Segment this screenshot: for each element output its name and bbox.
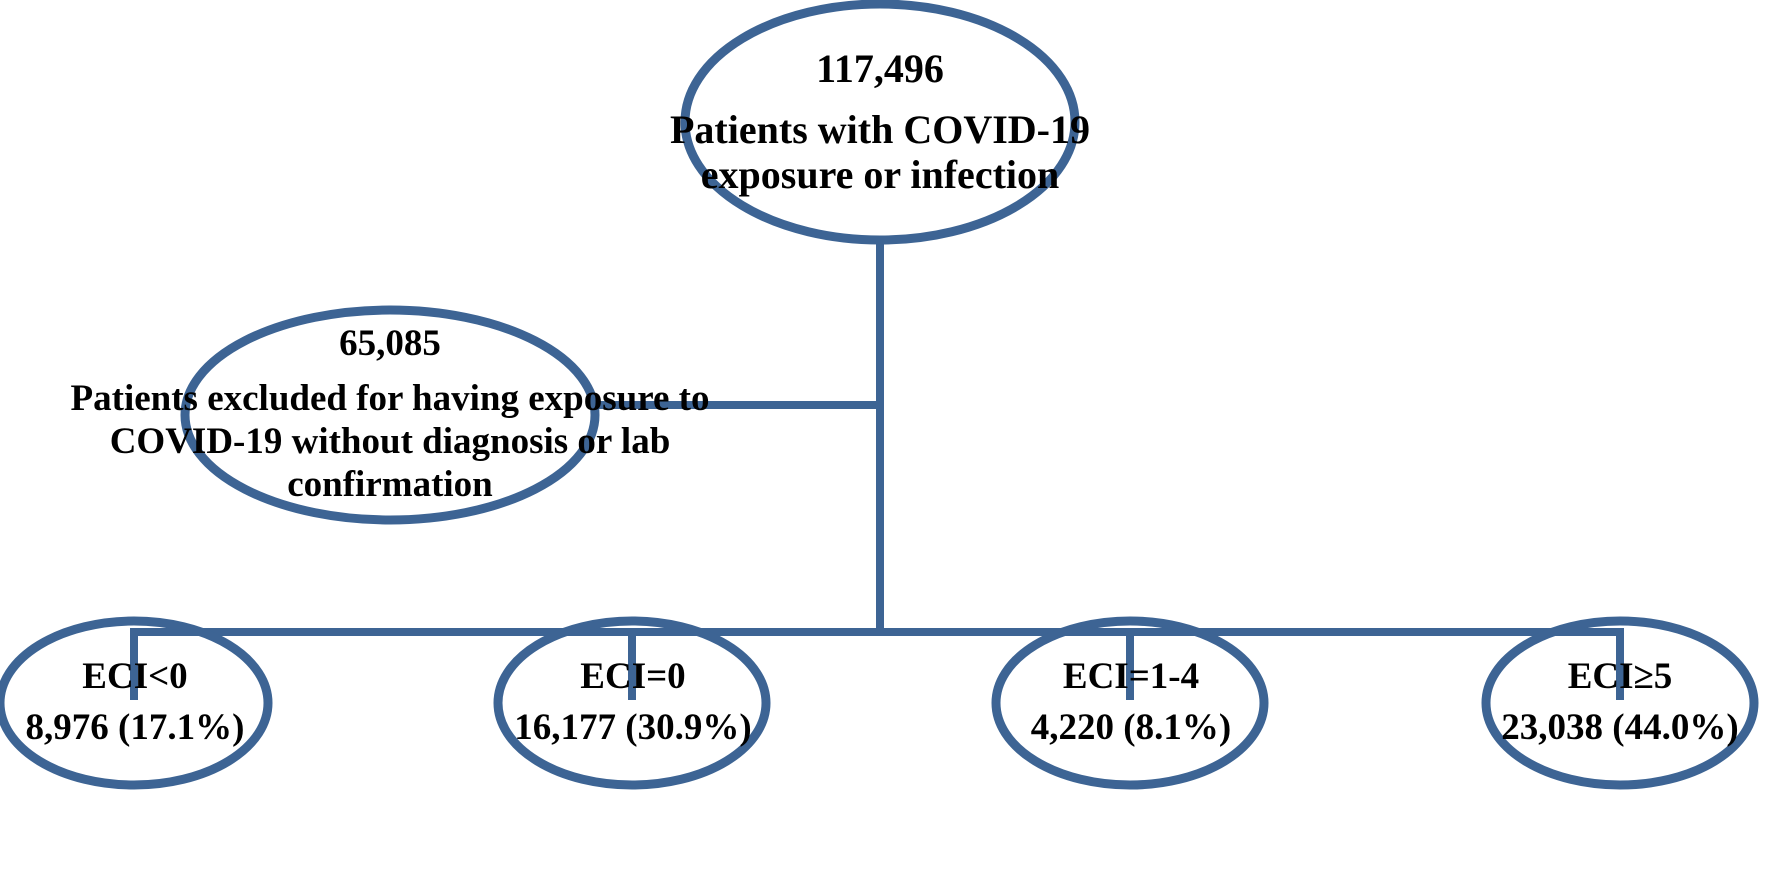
leaf-node: ECI=1-4 4,220 (8.1%) — [966, 598, 1296, 806]
root-node: 117,496 Patients with COVID-19 exposure … — [560, 5, 1200, 240]
leaf-node-label: ECI=0 — [580, 655, 686, 697]
leaf-node-value: 8,976 (17.1%) — [25, 707, 245, 748]
leaf-node-value: 4,220 (8.1%) — [1030, 707, 1232, 748]
leaf-node: ECI=0 16,177 (30.9%) — [468, 598, 798, 806]
leaf-node-label: ECI=1-4 — [1062, 655, 1200, 697]
leaf-node: ECI<0 8,976 (17.1%) — [0, 598, 300, 806]
leaf-node: ECI≥5 23,038 (44.0%) — [1455, 598, 1773, 806]
exclusion-node: 65,085 Patients excluded for having expo… — [20, 305, 760, 525]
root-node-count: 117,496 — [816, 46, 944, 92]
leaf-node-value: 23,038 (44.0%) — [1501, 707, 1739, 748]
leaf-node-value: 16,177 (30.9%) — [514, 707, 752, 748]
leaf-node-label: ECI<0 — [82, 655, 188, 697]
exclusion-node-caption: Patients excluded for having exposure to… — [70, 378, 710, 506]
root-node-caption: Patients with COVID-19 exposure or infec… — [670, 107, 1090, 197]
leaf-node-label: ECI≥5 — [1567, 655, 1673, 697]
exclusion-node-count: 65,085 — [339, 322, 441, 364]
